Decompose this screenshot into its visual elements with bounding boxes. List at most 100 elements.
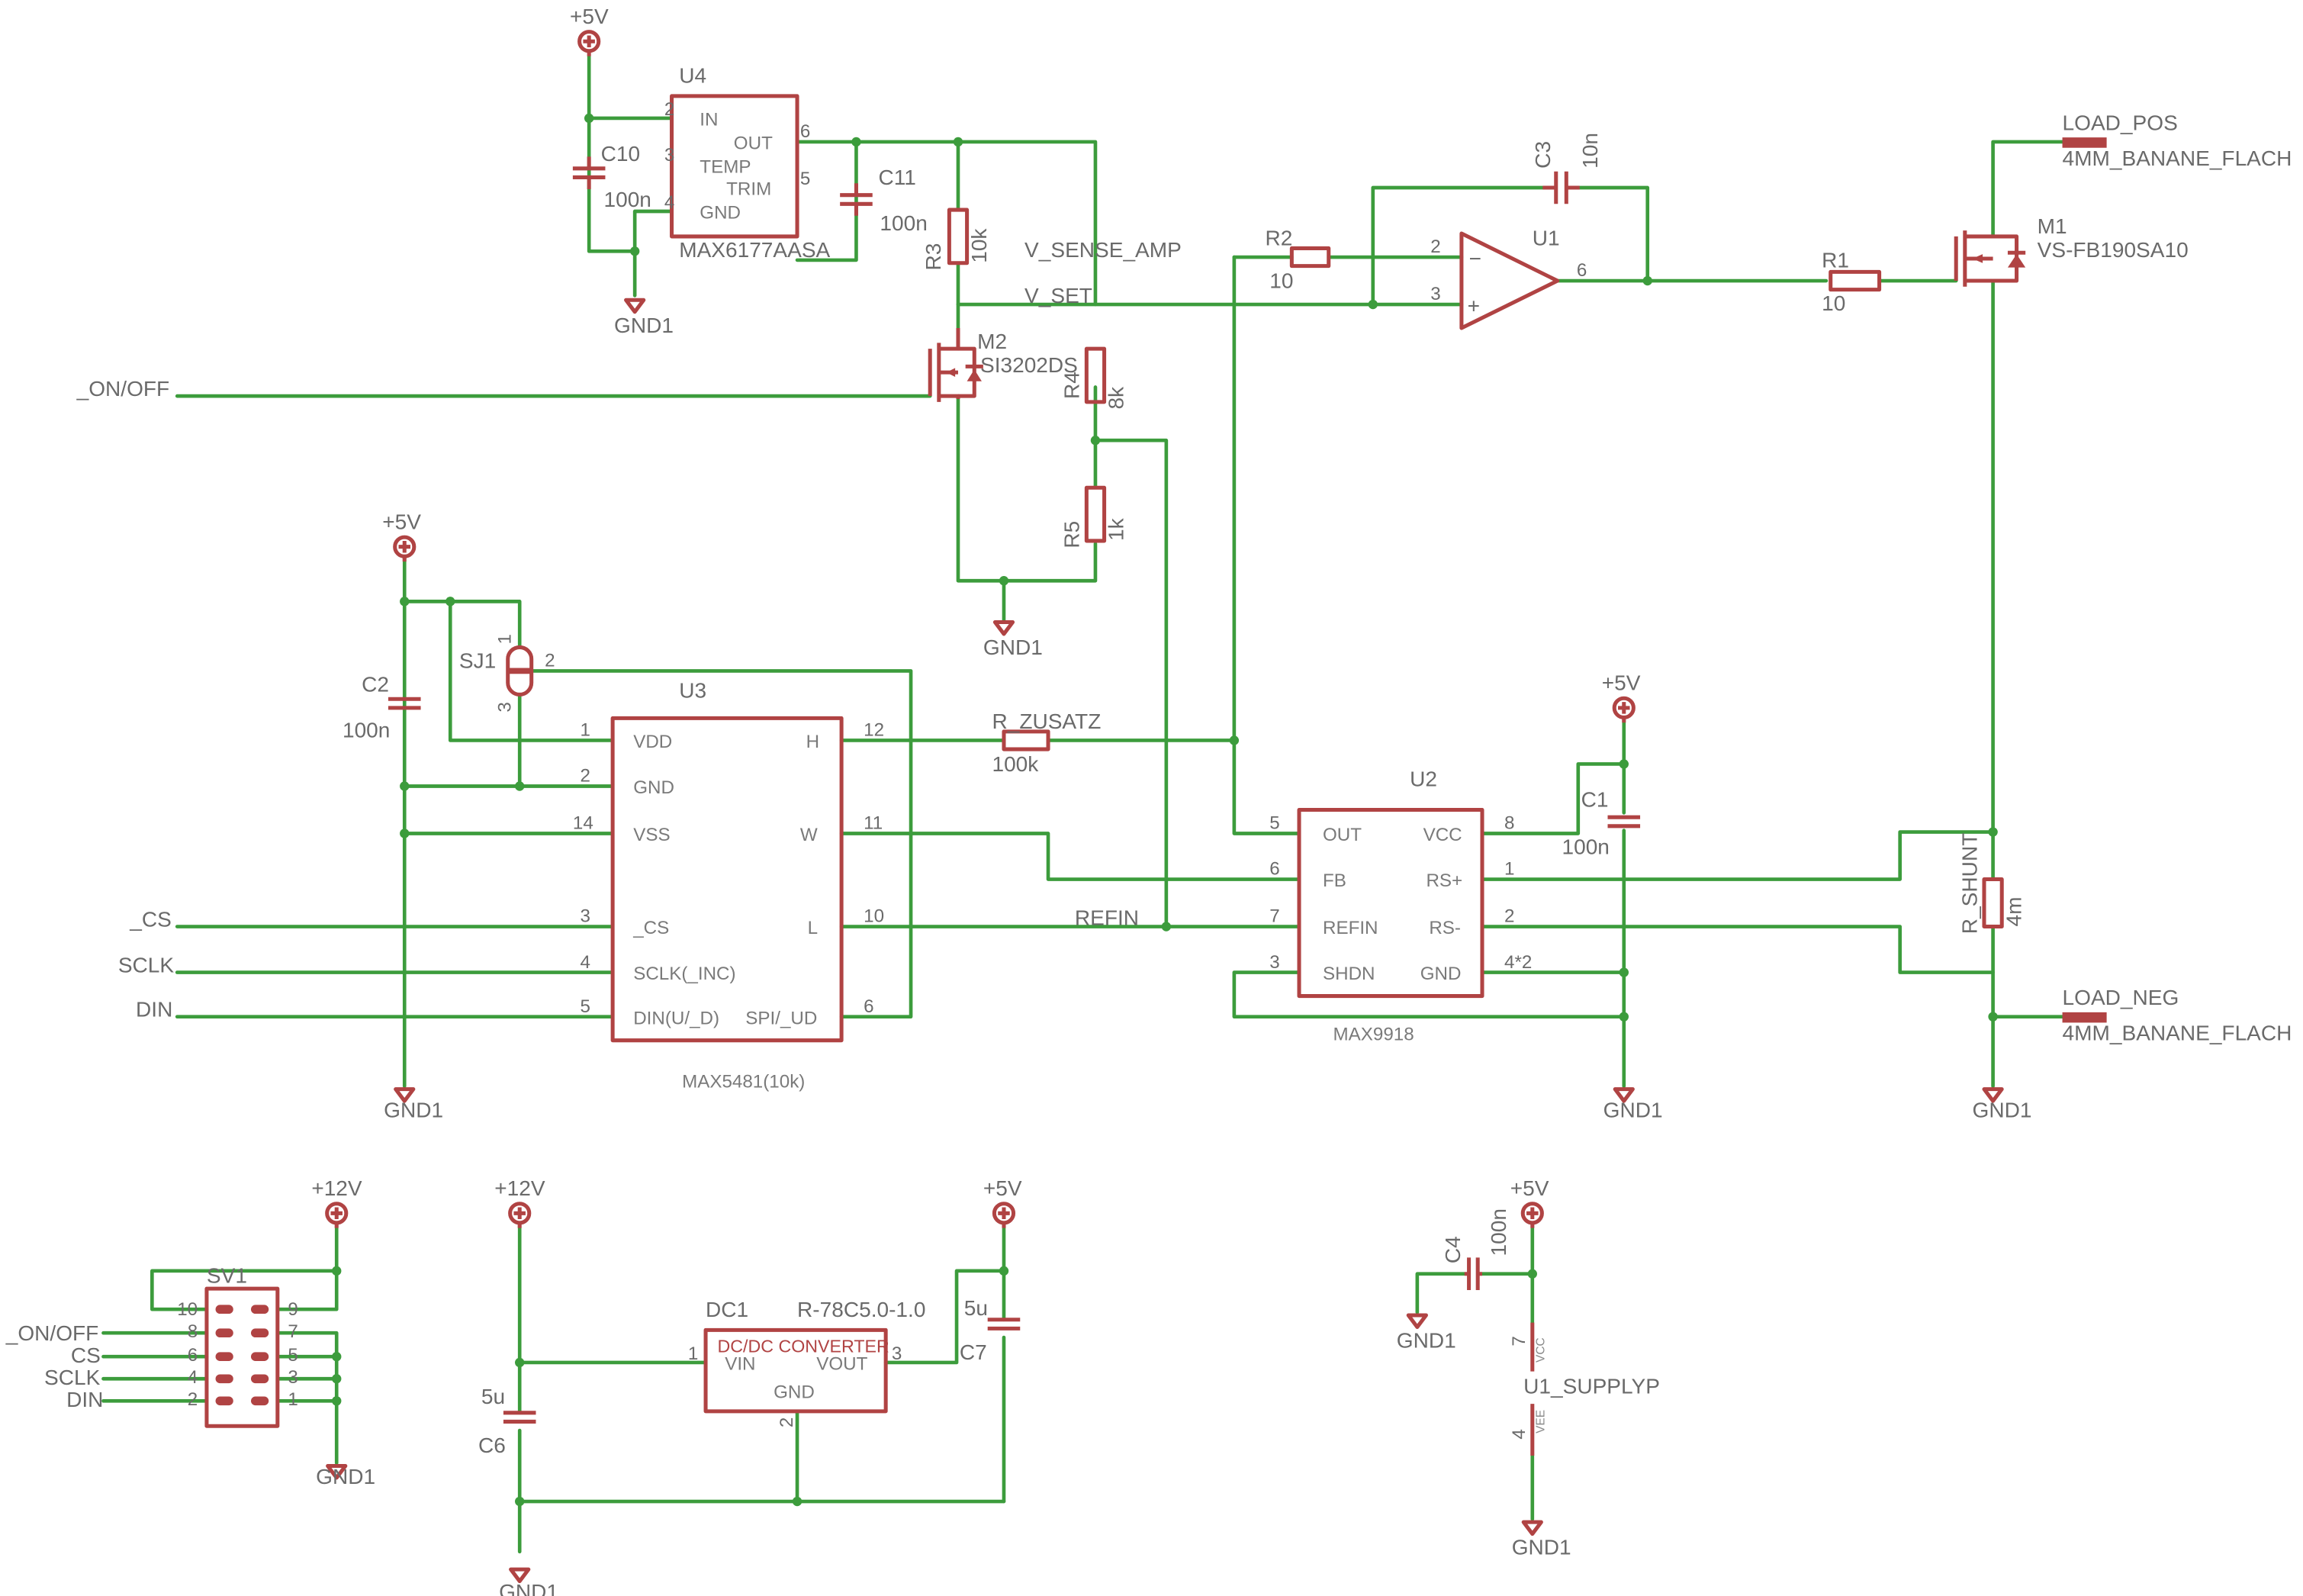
resistor-r5: R5 1k — [1060, 485, 1128, 549]
svg-text:GND1: GND1 — [983, 636, 1043, 659]
svg-text:1: 1 — [688, 1343, 698, 1364]
net-label-v-set: V_SET — [1024, 284, 1092, 307]
resistor-r3: R3 10k — [922, 208, 991, 271]
svg-text:4MM_BANANE_FLACH: 4MM_BANANE_FLACH — [2063, 1022, 2292, 1045]
svg-text:2: 2 — [1430, 237, 1440, 257]
net-label-v-sense-amp: V_SENSE_AMP — [1024, 238, 1182, 262]
ground-symbol-u2: GND1 — [1603, 1087, 1663, 1121]
svg-text:12: 12 — [864, 720, 884, 741]
power-symbol-p12v-sv1: +12V — [311, 1176, 362, 1228]
net-label-on-off: _ON/OFF — [76, 377, 170, 401]
svg-text:LOAD_NEG: LOAD_NEG — [2063, 986, 2179, 1009]
svg-text:M1: M1 — [2038, 214, 2067, 238]
svg-text:1: 1 — [495, 634, 516, 644]
svg-text:MAX6177AASA: MAX6177AASA — [679, 238, 830, 262]
svg-text:VOUT: VOUT — [816, 1354, 867, 1375]
power-symbol-p5v-dc1: +5V — [983, 1176, 1022, 1228]
svg-text:10: 10 — [1269, 269, 1293, 293]
svg-text:GND1: GND1 — [316, 1465, 375, 1488]
svg-text:C6: C6 — [478, 1434, 506, 1457]
svg-text:C3: C3 — [1531, 141, 1555, 169]
svg-text:8: 8 — [1504, 813, 1514, 834]
svg-text:R4: R4 — [1060, 372, 1084, 399]
svg-text:RS+: RS+ — [1426, 870, 1462, 891]
resistor-r1: R1 10 — [1822, 249, 1882, 315]
svg-text:R_ZUSATZ: R_ZUSATZ — [992, 710, 1101, 733]
svg-text:2: 2 — [545, 651, 555, 671]
svg-text:1k: 1k — [1105, 517, 1128, 541]
svg-text:W: W — [800, 825, 818, 845]
header-pads — [215, 1305, 269, 1406]
svg-text:GND1: GND1 — [384, 1098, 443, 1121]
resistor-r-shunt: R_SHUNT 4m — [1957, 833, 2025, 935]
svg-text:C4: C4 — [1441, 1236, 1465, 1263]
ground-symbol-sv1: GND1 — [316, 1464, 375, 1488]
svg-text:L: L — [808, 918, 818, 938]
solder-jumper-sj1: SJ1 1 2 3 — [459, 634, 555, 713]
svg-text:OUT: OUT — [734, 134, 773, 154]
svg-text:2: 2 — [188, 1389, 198, 1410]
svg-text:SPI/_UD: SPI/_UD — [745, 1008, 817, 1028]
svg-text:100n: 100n — [1487, 1208, 1510, 1256]
mosfet-m1: M1 VS-FB190SA10 — [1954, 214, 2189, 287]
svg-text:C10: C10 — [601, 142, 640, 166]
svg-text:5u: 5u — [481, 1385, 505, 1408]
ground-symbol-dc1: GND1 — [499, 1567, 558, 1596]
svg-text:6: 6 — [864, 996, 873, 1017]
svg-text:U4: U4 — [679, 63, 706, 87]
svg-text:4: 4 — [1509, 1429, 1529, 1439]
svg-text:GND1: GND1 — [1397, 1329, 1456, 1353]
svg-text:M2: M2 — [977, 330, 1007, 353]
svg-text:7: 7 — [1509, 1336, 1529, 1346]
power-symbol-p5v-u3: +5V — [382, 510, 421, 562]
svg-text:VCC: VCC — [1423, 825, 1462, 845]
svg-text:+12V: +12V — [311, 1176, 362, 1200]
svg-text:7: 7 — [288, 1321, 298, 1342]
capacitor-c1: C1 100n — [1562, 788, 1641, 859]
svg-text:5: 5 — [288, 1345, 298, 1366]
svg-text:U1: U1 — [1533, 227, 1560, 250]
svg-text:C1: C1 — [1581, 788, 1609, 812]
svg-text:SJ1: SJ1 — [459, 649, 496, 673]
resistor-r2: R2 10 — [1266, 227, 1331, 293]
svg-text:2: 2 — [777, 1417, 797, 1427]
svg-text:3: 3 — [664, 145, 674, 166]
u4-voltage-reference: U4 MAX6177AASA IN OUT TEMP TRIM GND 2 6 … — [664, 63, 831, 262]
svg-text:FB: FB — [1323, 870, 1346, 891]
svg-text:GND1: GND1 — [1973, 1098, 2032, 1121]
svg-text:11: 11 — [864, 813, 883, 834]
svg-text:2: 2 — [664, 99, 674, 120]
svg-text:REFIN: REFIN — [1323, 918, 1378, 938]
svg-text:DIN(U/_D): DIN(U/_D) — [633, 1008, 719, 1028]
svg-text:100n: 100n — [343, 719, 390, 742]
svg-text:5: 5 — [1269, 813, 1279, 834]
svg-text:10: 10 — [1822, 291, 1845, 315]
svg-text:+5V: +5V — [570, 5, 609, 28]
svg-text:−: − — [1469, 247, 1481, 271]
net-label-cs: _CS — [129, 908, 172, 932]
header-sv1: SV1 10 8 6 4 2 9 7 5 3 1 — [177, 1263, 298, 1428]
net-label-sv1-sclk: SCLK — [44, 1366, 101, 1389]
svg-text:R-78C5.0-1.0: R-78C5.0-1.0 — [797, 1298, 925, 1321]
svg-text:SI3202DS: SI3202DS — [980, 353, 1078, 377]
svg-text:100n: 100n — [880, 211, 927, 235]
svg-text:+5V: +5V — [1602, 671, 1641, 695]
svg-text:C2: C2 — [362, 673, 389, 697]
ground-symbol-shunt: GND1 — [1973, 1087, 2032, 1121]
capacitor-c6: 5u C6 — [478, 1385, 536, 1457]
svg-text:TEMP: TEMP — [700, 157, 751, 178]
resistor-r-zusatz: R_ZUSATZ 100k — [992, 710, 1101, 776]
svg-text:R3: R3 — [922, 243, 945, 271]
svg-text:100n: 100n — [604, 188, 651, 211]
capacitor-c11: C11 100n — [840, 166, 928, 235]
svg-text:9: 9 — [288, 1299, 298, 1320]
ground-symbol-u3: GND1 — [384, 1087, 443, 1121]
svg-text:VEE: VEE — [1534, 1410, 1547, 1434]
svg-text:U2: U2 — [1410, 767, 1437, 790]
connector-load-neg: LOAD_NEG 4MM_BANANE_FLACH — [2062, 986, 2292, 1045]
svg-text:MAX9918: MAX9918 — [1333, 1025, 1414, 1045]
svg-text:3: 3 — [581, 906, 590, 927]
svg-text:DC/DC CONVERTER: DC/DC CONVERTER — [718, 1336, 889, 1356]
svg-text:10k: 10k — [967, 228, 991, 263]
